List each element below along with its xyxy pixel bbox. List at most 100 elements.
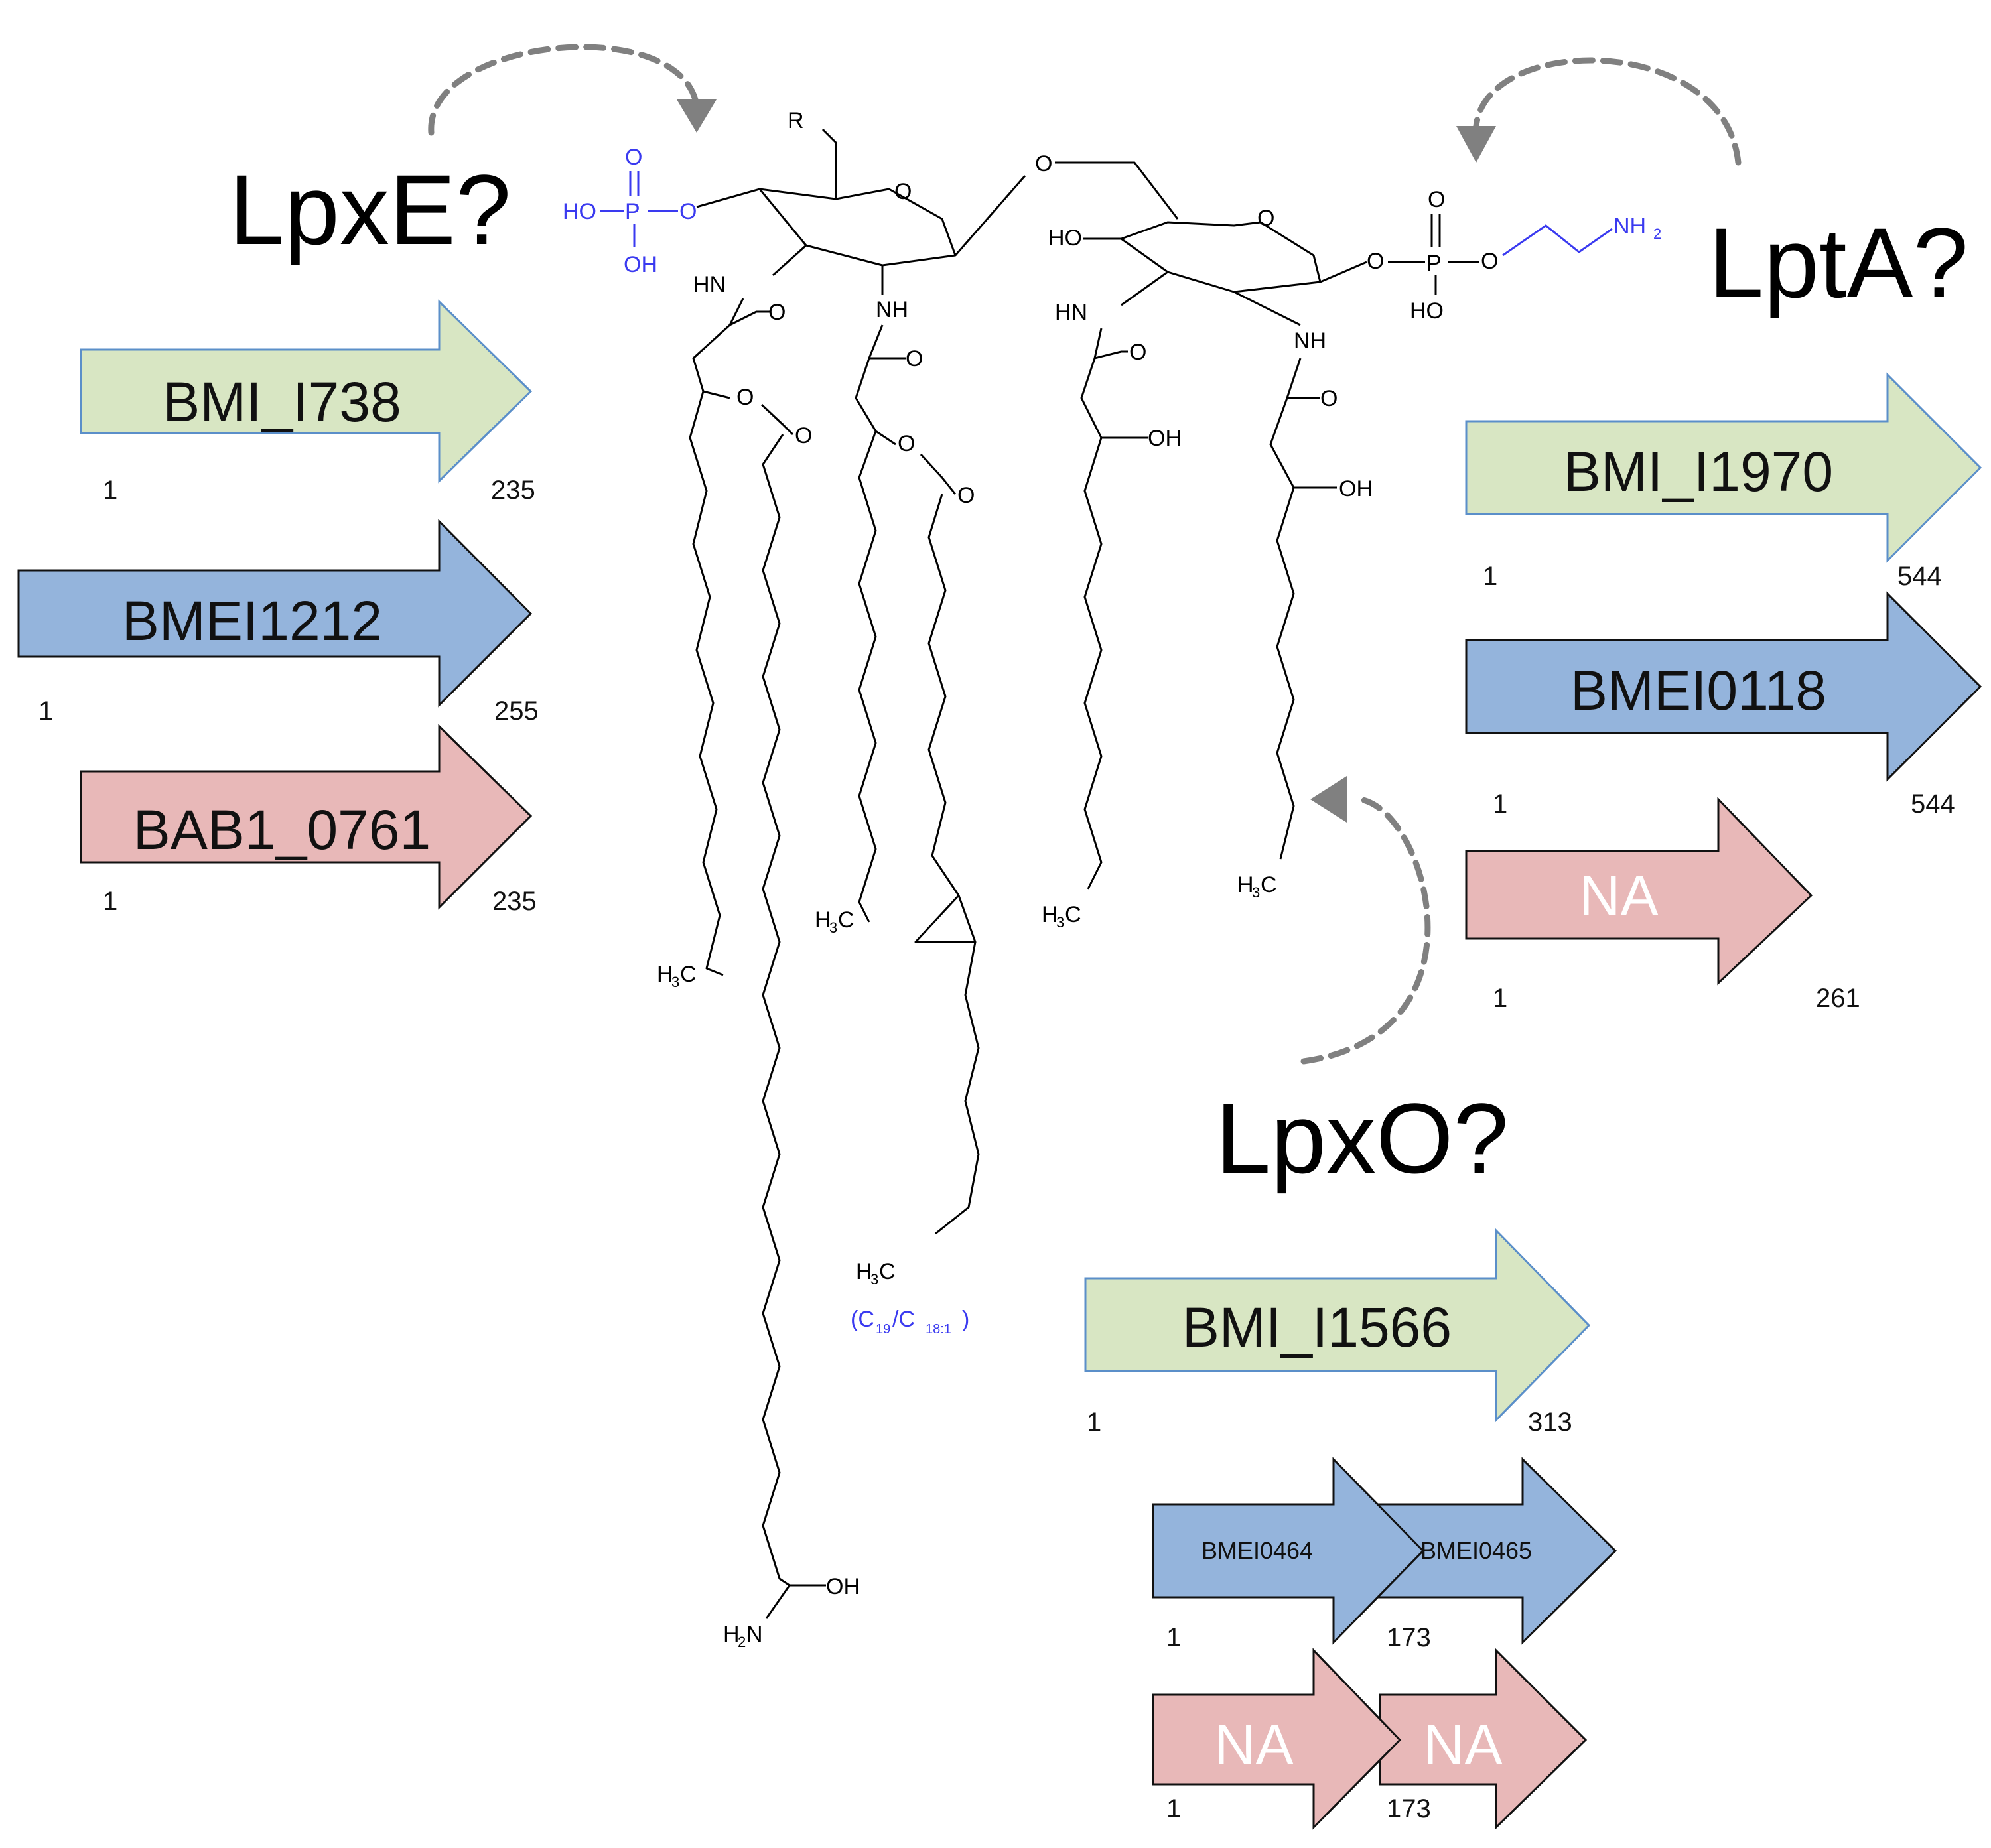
gene-end-position: 235: [491, 476, 535, 505]
svg-text:3: 3: [1252, 884, 1260, 901]
phosphate-group-left: HO P O OH O: [563, 145, 697, 277]
svg-text:O: O: [625, 145, 642, 170]
dashed-arrow-lpxo: [1300, 776, 1431, 1065]
svg-text:C: C: [879, 1259, 896, 1284]
gene-end-position: 255: [494, 696, 539, 726]
gene-end-position: 173: [1387, 1623, 1431, 1652]
svg-text:BMEI0464: BMEI0464: [1201, 1537, 1313, 1564]
svg-text:/C: /C: [892, 1307, 915, 1332]
gene-arrow-bab1-0761: BAB1_0761 1 235: [80, 724, 537, 916]
svg-text:O: O: [894, 179, 912, 204]
gene-arrow-bmi-i1566: BMI_I1566 1 313: [1084, 1228, 1591, 1437]
svg-text:NA: NA: [1214, 1713, 1294, 1777]
svg-text:O: O: [957, 483, 975, 508]
gene-start-position: 1: [103, 887, 117, 916]
svg-text:HN: HN: [693, 272, 726, 297]
svg-text:O: O: [1320, 386, 1338, 411]
svg-text:O: O: [1257, 206, 1274, 231]
svg-text:OH: OH: [826, 1574, 860, 1599]
svg-text:3: 3: [1056, 914, 1064, 931]
svg-text:C: C: [680, 962, 697, 987]
dashed-arrow-lpta: [1456, 57, 1742, 166]
svg-text:H: H: [815, 907, 831, 933]
svg-text:HO: HO: [563, 199, 596, 224]
svg-text:C: C: [838, 907, 855, 933]
enzyme-label-lpxo: LpxO?: [1215, 1083, 1509, 1194]
gene-start-position: 1: [103, 476, 117, 505]
svg-text:O: O: [768, 300, 786, 325]
svg-text:HO: HO: [1048, 226, 1082, 251]
svg-text:BAB1_0761: BAB1_0761: [133, 799, 431, 861]
svg-text:R: R: [788, 108, 804, 133]
gene-start-position: 1: [1166, 1794, 1181, 1823]
svg-text:P: P: [1426, 251, 1442, 276]
gene-end-position: 261: [1816, 984, 1860, 1013]
svg-text:OH: OH: [1148, 426, 1182, 451]
svg-text:3: 3: [829, 919, 837, 936]
gene-start-position: 1: [1493, 789, 1507, 819]
svg-text:3: 3: [870, 1271, 878, 1287]
gene-arrow-bmei0118: BMEI0118 1 544: [1465, 591, 1982, 819]
svg-text:O: O: [898, 431, 915, 456]
svg-text:H: H: [657, 962, 673, 987]
svg-text:2: 2: [738, 1634, 746, 1650]
svg-text:H: H: [856, 1259, 872, 1284]
svg-text:19: 19: [876, 1322, 890, 1337]
svg-text:N: N: [746, 1622, 763, 1647]
gene-start-position: 1: [1493, 984, 1507, 1013]
svg-text:): ): [962, 1307, 969, 1332]
gene-end-position: 544: [1897, 562, 1942, 591]
gene-start-position: 1: [38, 696, 53, 726]
gene-end-position: 173: [1387, 1794, 1431, 1823]
svg-text:BMI_I1566: BMI_I1566: [1182, 1296, 1452, 1358]
svg-text:H: H: [1237, 872, 1254, 897]
svg-text:O: O: [1129, 340, 1146, 365]
svg-text:P: P: [625, 199, 640, 224]
svg-text:O: O: [1428, 187, 1445, 212]
svg-text:HO: HO: [1410, 298, 1444, 324]
gene-arrow-bmi-i738: BMI_I738 1 235: [80, 299, 535, 505]
enzyme-label-lpta: LptA?: [1708, 207, 1968, 318]
gene-end-position: 544: [1911, 789, 1955, 819]
gene-end-position: 313: [1528, 1408, 1572, 1437]
dashed-arrow-lpxe: [428, 44, 717, 136]
lipid-a-structure: HO P O OH O R O O HN O O O H: [563, 108, 1661, 1650]
gene-start-position: 1: [1166, 1623, 1181, 1652]
svg-text:HN: HN: [1055, 300, 1087, 325]
svg-text:18:1: 18:1: [926, 1322, 951, 1337]
svg-text:O: O: [1481, 249, 1498, 274]
svg-text:2: 2: [1653, 226, 1661, 242]
svg-text:C: C: [1065, 902, 1081, 927]
gene-arrow-lpta-na: NA 1 261: [1465, 797, 1860, 1013]
enzyme-label-lpxe: LpxE?: [229, 154, 511, 265]
svg-text:(C: (C: [851, 1307, 874, 1332]
svg-text:H: H: [1042, 902, 1058, 927]
svg-text:O: O: [736, 385, 754, 410]
svg-text:NH: NH: [1294, 328, 1326, 354]
svg-text:NH: NH: [876, 297, 908, 322]
svg-text:BMEI0118: BMEI0118: [1570, 659, 1826, 722]
gene-start-position: 1: [1483, 562, 1497, 591]
cyclopropane-chain-note: (C 19 /C 18:1 ): [851, 1307, 969, 1337]
svg-text:NH: NH: [1613, 214, 1646, 239]
svg-text:NA: NA: [1579, 864, 1659, 928]
svg-text:3: 3: [671, 974, 679, 990]
svg-text:OH: OH: [1339, 476, 1373, 501]
svg-text:OH: OH: [624, 252, 657, 277]
svg-text:O: O: [1367, 249, 1384, 274]
svg-text:NA: NA: [1423, 1713, 1503, 1777]
gene-end-position: 235: [492, 887, 537, 916]
svg-text:BMI_I738: BMI_I738: [163, 371, 401, 433]
gene-start-position: 1: [1087, 1408, 1101, 1437]
svg-text:BMEI0465: BMEI0465: [1420, 1537, 1532, 1564]
svg-text:BMI_I1970: BMI_I1970: [1564, 440, 1833, 503]
svg-text:O: O: [795, 423, 812, 448]
svg-text:BMEI1212: BMEI1212: [122, 590, 382, 652]
gene-arrow-bmei0465: BMEI0465: [1365, 1457, 1617, 1645]
svg-text:H: H: [723, 1622, 740, 1647]
gene-arrow-bmei1212: BMEI1212 1 255: [17, 519, 539, 726]
gene-arrow-bmi-i1970: BMI_I1970 1 544: [1465, 372, 1982, 591]
gene-arrow-lpxo-na-1: NA: [1152, 1648, 1402, 1830]
svg-text:O: O: [906, 346, 923, 371]
